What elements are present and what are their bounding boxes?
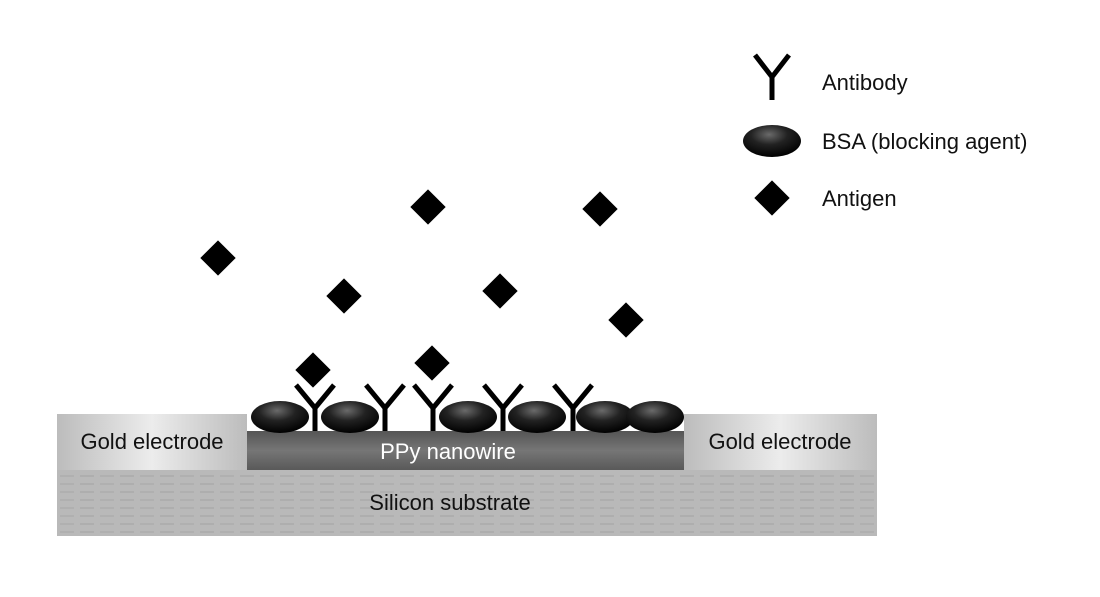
gold-electrode-right-label: Gold electrode [708,429,851,454]
antigen [200,240,236,276]
nanowire-label: PPy nanowire [380,439,516,464]
ppy-nanowire: PPy nanowire [247,431,684,470]
legend-antibody: Antibody [753,53,908,100]
gold-electrode-left-label: Gold electrode [80,429,223,454]
antibody-layer [294,383,594,431]
gold-electrode-right: Gold electrode [684,414,877,470]
antigen-icon [754,180,790,216]
antigen-group [200,189,644,388]
legend-antibody-label: Antibody [822,70,908,95]
legend-bsa-label: BSA (blocking agent) [822,129,1027,154]
antigen [326,278,362,314]
antibody [364,383,406,431]
antibody [482,383,524,431]
antibody-icon [753,53,791,100]
bsa-molecule [251,401,309,433]
bsa-layer [251,401,684,433]
antigen [410,189,446,225]
bsa-molecule [321,401,379,433]
bsa-molecule [439,401,497,433]
antigen-bound [295,352,331,388]
antibody [552,383,594,431]
substrate-label: Silicon substrate [369,490,530,515]
legend-bsa: BSA (blocking agent) [743,125,1027,157]
legend-antigen-label: Antigen [822,186,897,211]
bsa-molecule [576,401,634,433]
gold-electrode-left: Gold electrode [57,414,247,470]
antigen [482,273,518,309]
silicon-substrate: Silicon substrate [57,470,877,536]
antibody [412,383,454,431]
legend: Antibody BSA (blocking agent) Antigen [743,53,1027,216]
antigen-bound [414,345,450,381]
bsa-molecule [626,401,684,433]
bsa-icon [743,125,801,157]
antigen [608,302,644,338]
antigen [582,191,618,227]
legend-antigen: Antigen [754,180,897,216]
antibody [294,383,336,431]
bsa-molecule [508,401,566,433]
